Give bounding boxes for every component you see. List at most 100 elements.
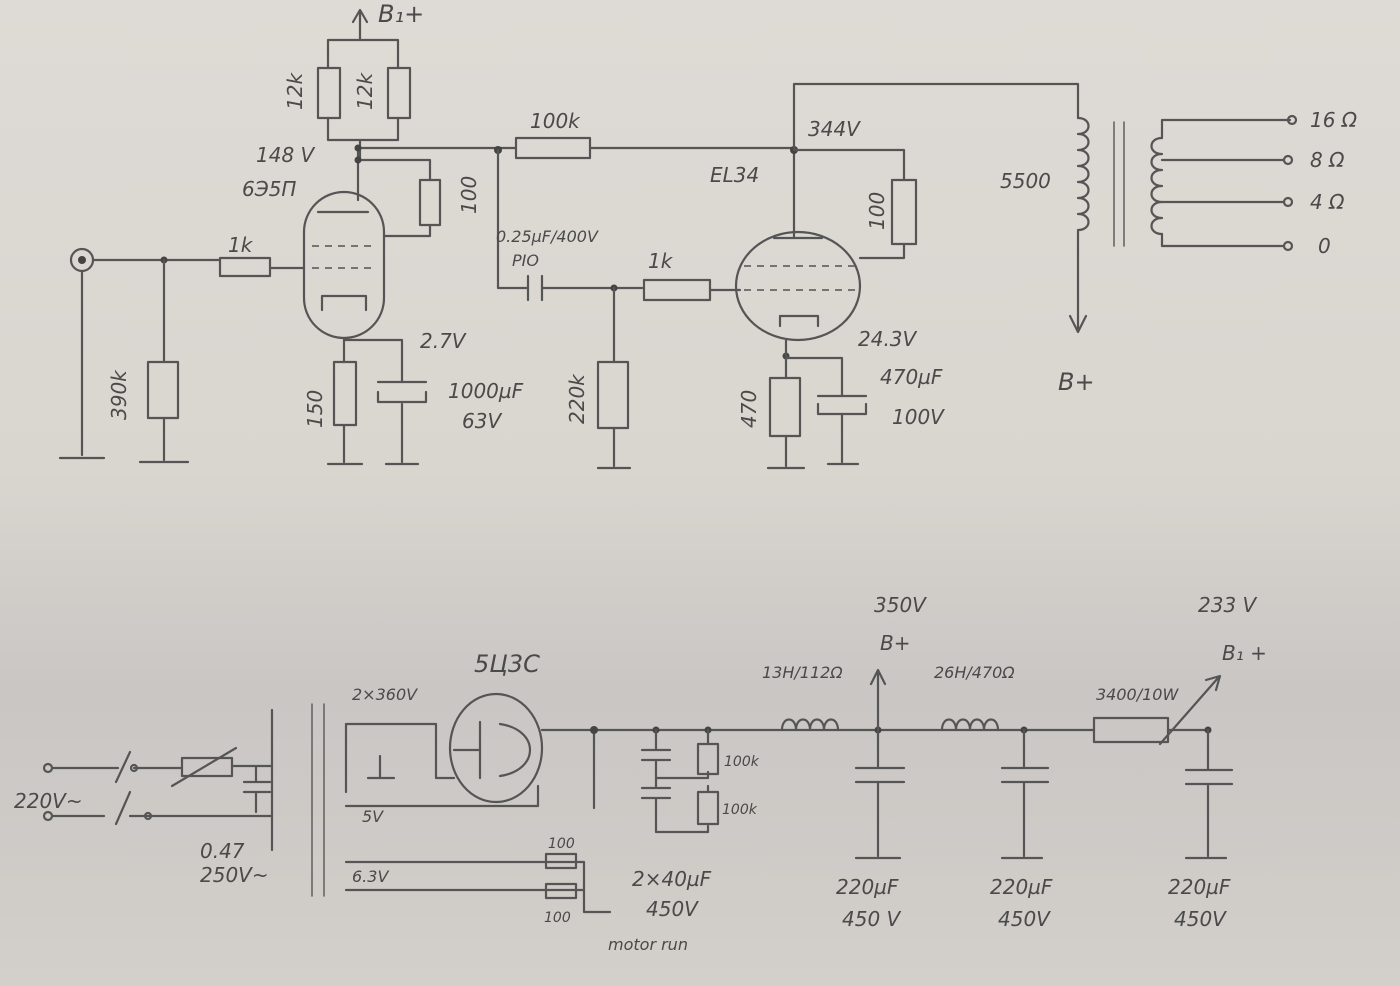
r1k-grid1-label: 1k xyxy=(228,233,254,257)
ot-primary-label: 5500 xyxy=(1000,169,1051,193)
ot-primary-top xyxy=(792,82,1080,152)
r100-h1 xyxy=(544,852,578,870)
c2x40-v-label: 450V xyxy=(646,897,699,921)
c220-1-v-label: 450 V xyxy=(842,907,902,931)
tap8-label: 8 Ω xyxy=(1310,148,1345,172)
c470-v-label: 100V xyxy=(892,405,945,429)
c220-1-label: 220µF xyxy=(836,875,899,899)
r220k-wire xyxy=(596,286,632,470)
tube1-label: 6Э5П xyxy=(242,177,296,201)
r12k-a-label: 12k xyxy=(283,72,307,110)
c220-2-v-label: 450V xyxy=(998,907,1051,931)
c220-3-label: 220µF xyxy=(1168,875,1231,899)
c025-label: 0.25µF/400V xyxy=(496,227,599,246)
r1k-grid2 xyxy=(642,278,712,302)
c220-3-v-label: 450V xyxy=(1174,907,1227,931)
b1-supply-arrow xyxy=(351,8,369,42)
pt-hv-winding xyxy=(344,722,456,794)
tube-6e5p xyxy=(302,190,386,340)
coupling-cap xyxy=(496,148,644,302)
r470 xyxy=(768,376,802,438)
plate-node-wire xyxy=(356,146,500,238)
r3400-label: 3400/10W xyxy=(1096,685,1179,704)
r1k-grid2-label: 1k xyxy=(648,249,674,273)
b1-ps-label: B₁ + xyxy=(1222,641,1267,665)
r100-plate2 xyxy=(890,178,918,246)
tube-5ts3s xyxy=(448,692,544,804)
plate-load-resistors xyxy=(316,38,412,162)
sec-6-3v-label: 6.3V xyxy=(352,867,389,886)
c220-1 xyxy=(854,668,906,860)
r100k-b xyxy=(696,790,720,826)
mains-terminal-1 xyxy=(42,762,54,774)
r1k-grid1 xyxy=(218,256,272,278)
switch-contact-1 xyxy=(129,763,139,773)
v148-label: 148 V xyxy=(256,143,316,167)
sec-hv-label: 2×360V xyxy=(352,685,418,704)
rect-tube-label: 5Ц3С xyxy=(474,650,540,678)
v24-3-label: 24.3V xyxy=(858,327,918,351)
tap0-terminal xyxy=(1282,240,1294,252)
r470-label: 470 xyxy=(737,390,761,428)
ot-taps xyxy=(1160,118,1292,248)
x-cap xyxy=(148,764,274,818)
r100-plate2-label: 100 xyxy=(865,192,889,230)
v344-label: 344V xyxy=(808,117,861,141)
b1-top-label: B₁+ xyxy=(378,0,424,28)
v350-label: 350V xyxy=(874,593,927,617)
cathode2-wire xyxy=(766,338,860,470)
plate-node-dot-2 xyxy=(354,156,362,164)
r100-h2-label: 100 xyxy=(544,910,571,926)
c220-2 xyxy=(1000,728,1050,860)
bplus-out-label: B+ xyxy=(1058,368,1095,396)
pt-heater-winding xyxy=(344,860,612,914)
tap4-terminal xyxy=(1282,196,1294,208)
thermistor xyxy=(180,756,234,778)
tube-el34 xyxy=(734,148,862,342)
r390k-label: 390k xyxy=(107,369,131,420)
pt-5v-winding xyxy=(344,784,540,808)
c1000-label: 1000µF xyxy=(448,379,524,403)
mains-terminal-2 xyxy=(42,810,54,822)
choke2-label: 26H/470Ω xyxy=(934,663,1015,682)
c047-label: 0.47 xyxy=(200,839,245,863)
r100-h2 xyxy=(544,882,578,900)
tap8-terminal xyxy=(1282,154,1294,166)
input-jack xyxy=(58,247,106,460)
r100k-label: 100k xyxy=(530,109,581,133)
c470 xyxy=(816,394,868,416)
ot-primary xyxy=(1076,116,1090,332)
c047-v-label: 250V~ xyxy=(200,863,269,887)
v233-label: 233 V xyxy=(1198,593,1258,617)
tap4-label: 4 Ω xyxy=(1310,190,1345,214)
choke-2 xyxy=(940,718,1000,732)
c1000 xyxy=(376,380,428,404)
r100-plate1-label: 100 xyxy=(457,176,481,214)
c1000-v-label: 63V xyxy=(462,409,502,433)
tap16-terminal xyxy=(1286,114,1298,126)
r390k-wire xyxy=(138,258,190,464)
c220-3 xyxy=(1158,674,1234,860)
r220k xyxy=(596,360,630,430)
cathode1-wire xyxy=(326,336,420,466)
c220-2-label: 220µF xyxy=(990,875,1053,899)
r100k xyxy=(514,136,592,160)
choke1-label: 13H/112Ω xyxy=(762,663,843,682)
mains-switch xyxy=(50,750,184,826)
tube2-label: EL34 xyxy=(710,163,759,187)
r100-plate1 xyxy=(418,178,442,227)
bplus-ps-label: B+ xyxy=(880,631,910,655)
r150 xyxy=(332,360,358,427)
pio-label: PIO xyxy=(512,251,539,270)
c470-label: 470µF xyxy=(880,365,943,389)
ot-secondary xyxy=(1150,136,1164,236)
r100-h1-label: 100 xyxy=(548,836,575,852)
r100k-b-label: 100k xyxy=(722,802,758,818)
rect-output-node xyxy=(590,726,598,734)
mains-label: 220V~ xyxy=(14,789,83,813)
grid1-wire xyxy=(91,258,306,270)
plate2-feedback xyxy=(792,148,906,260)
ot-bplus-arrow xyxy=(1068,314,1088,334)
c2x40-label: 2×40µF xyxy=(632,867,712,891)
